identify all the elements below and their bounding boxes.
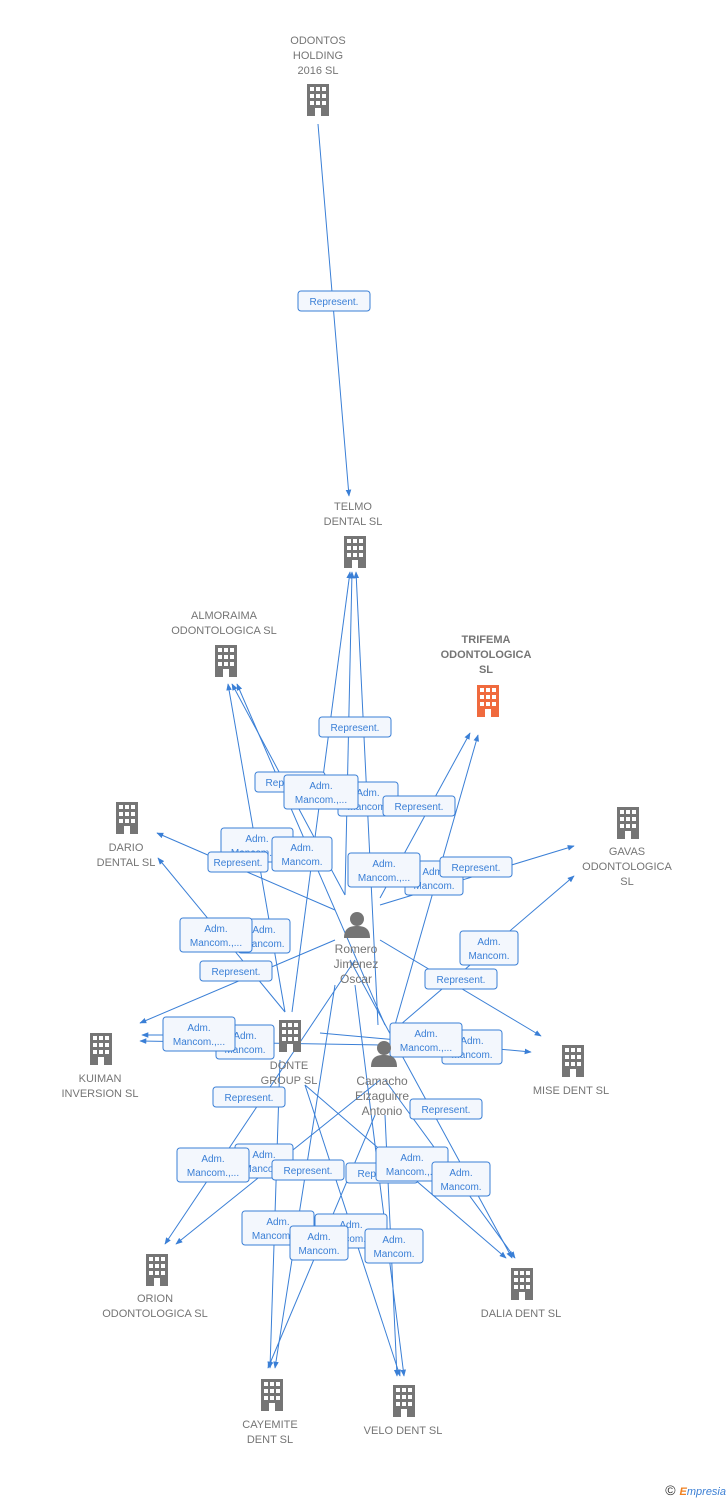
edge-label-text: Adm.Mancom.,...	[358, 859, 410, 884]
cayemite-building-icon[interactable]	[261, 1379, 283, 1411]
copyright-icon: ©	[665, 1482, 676, 1498]
edge-label-adm-mancom-32[interactable]: Adm.Mancom.	[364, 1228, 424, 1264]
node-label-orion[interactable]: ORION ODONTOLOGICA SL	[102, 1293, 208, 1320]
edge-label-adm-mancom-trunc-18[interactable]: Adm.Mancom.,...	[162, 1016, 236, 1052]
edge-label-adm-mancom-trunc-4[interactable]: Adm.Mancom.,...	[283, 774, 359, 810]
node-label-odontos[interactable]: ODONTOS HOLDING 2016 SL	[290, 35, 346, 77]
node-label-cayemite[interactable]: CAYEMITE DENT SL	[242, 1419, 298, 1446]
edge-label-text: Adm.Mancom.	[440, 1168, 481, 1193]
edge-label-text: Represent.	[422, 1105, 471, 1116]
telmo-building-icon[interactable]	[344, 536, 366, 568]
edge-label-text: Represent.	[284, 1166, 333, 1177]
node-label-dalia[interactable]: DALIA DENT SL	[480, 1308, 562, 1320]
edge-label-represent-21[interactable]: Represent.	[212, 1086, 286, 1108]
dario-building-icon[interactable]	[116, 802, 138, 834]
edge-label-adm-mancom-15[interactable]: Adm.Mancom.	[459, 930, 519, 966]
edge-label-text: Adm.Mancom.,...	[325, 1220, 377, 1245]
dalia-building-icon[interactable]	[511, 1268, 533, 1300]
edge-label-text: Adm.Mancom.,...	[400, 1029, 452, 1054]
edge-label-text: Represent.	[395, 802, 444, 813]
brand-logo-e: E	[679, 1486, 687, 1498]
edge-label-text: Adm.Mancom.,...	[252, 1217, 304, 1242]
edge-label-text: Adm.Mancom.	[373, 1235, 414, 1260]
edge-label-text: Represent.	[452, 863, 501, 874]
edge-label-text: Adm.Mancom.	[243, 1150, 284, 1175]
node-label-kuiman[interactable]: KUIMAN INVERSION SL	[61, 1073, 139, 1100]
edge-label-adm-mancom-trunc-13[interactable]: Adm.Mancom.,...	[179, 917, 253, 953]
edge-label-represent-0[interactable]: Represent.	[297, 290, 371, 312]
brand-name: mpresia	[686, 1486, 726, 1498]
edge-label-adm-mancom-trunc-27[interactable]: Adm.Mancom.,...	[375, 1146, 449, 1182]
edge-label-text: Represent.	[212, 967, 261, 978]
node-label-trifema[interactable]: TRIFEMA ODONTOLOGICA SL	[440, 634, 532, 676]
node-label-romero[interactable]: Romero Jimenez Oscar	[333, 942, 379, 986]
node-label-mise[interactable]: MISE DENT SL	[532, 1085, 610, 1097]
edge-label-text: Adm.Mancom.	[243, 925, 284, 950]
edge-label-represent-5[interactable]: Represent.	[382, 795, 456, 817]
node-label-dario[interactable]: DARIO DENTAL SL	[96, 842, 156, 869]
edge-label-text: Adm.Mancom.	[347, 788, 388, 813]
edge-label-adm-mancom-trunc-24[interactable]: Adm.Mancom.,...	[176, 1147, 250, 1183]
edge-label-adm-mancom-trunc-20[interactable]: Adm.Mancom.,...	[389, 1022, 463, 1058]
velo-building-icon[interactable]	[393, 1385, 415, 1417]
edge-label-text: Adm.Mancom.	[281, 843, 322, 868]
edge-label-text: Represent.	[331, 723, 380, 734]
edge-label-text: Adm.Mancom.	[468, 937, 509, 962]
edge-label-text: Adm.Mancom.	[298, 1232, 339, 1257]
edge-label-text: Adm.Mancom.,...	[386, 1153, 438, 1178]
edge-label-text: Adm.Mancom.	[413, 867, 454, 892]
edge-label-text: Represent.	[437, 975, 486, 986]
mise-building-icon[interactable]	[562, 1045, 584, 1077]
kuiman-building-icon[interactable]	[90, 1033, 112, 1065]
edge-label-represent-1[interactable]: Represent.	[318, 716, 392, 738]
odontos-building-icon[interactable]	[307, 84, 329, 116]
edge-label-text: Represent.	[310, 297, 359, 308]
node-label-camacho[interactable]: Camacho Eizaguirre Antonio	[354, 1074, 410, 1118]
node-label-donte[interactable]: DONTE GROUP SL	[260, 1060, 318, 1087]
edge-label-adm-mancom-trunc-10[interactable]: Adm.Mancom.,...	[347, 852, 421, 888]
edge-label-text: Adm.Mancom.,...	[173, 1023, 225, 1048]
edge-label-adm-mancom-31[interactable]: Adm.Mancom.	[289, 1225, 349, 1261]
edge-label-represent-8[interactable]: Represent.	[207, 851, 269, 873]
edge-label-represent-14[interactable]: Represent.	[199, 960, 273, 982]
node-label-telmo[interactable]: TELMO DENTAL SL	[323, 501, 383, 528]
edge-label-text: Adm.Mancom.,...	[187, 1154, 239, 1179]
edge-label-text: Represent.	[225, 1093, 274, 1104]
edge-label-text: Adm.Mancom.,...	[190, 924, 242, 949]
edge-label-text: Adm.Mancom.	[451, 1036, 492, 1061]
edge-label-text: Represent.	[214, 858, 263, 869]
edge-label-adm-mancom-28[interactable]: Adm.Mancom.	[431, 1161, 491, 1197]
edge-label-adm-mancom-7[interactable]: Adm.Mancom.	[271, 836, 333, 872]
edge-label-text: Adm.Mancom.	[224, 1031, 265, 1056]
edge-label-represent-25[interactable]: Represent.	[271, 1159, 345, 1181]
romero-person-icon[interactable]	[344, 912, 370, 938]
edge-label-represent-11[interactable]: Represent.	[439, 856, 513, 878]
edges-layer	[139, 123, 575, 1377]
edge-label-represent-16[interactable]: Represent.	[424, 968, 498, 990]
trifema-building-icon[interactable]	[477, 685, 499, 717]
footer-brand[interactable]: ©Empresia	[665, 1482, 726, 1498]
node-label-gavas[interactable]: GAVAS ODONTOLOGICA SL	[582, 846, 672, 888]
donte-building-icon[interactable]	[279, 1020, 301, 1052]
almoraima-building-icon[interactable]	[215, 645, 237, 677]
node-label-almoraima[interactable]: ALMORAIMA ODONTOLOGICA SL	[171, 610, 277, 637]
node-label-velo[interactable]: VELO DENT SL	[363, 1425, 443, 1437]
edge-label-represent-22[interactable]: Represent.	[409, 1098, 483, 1120]
orion-building-icon[interactable]	[146, 1254, 168, 1286]
edge-label-text: Adm.Mancom.,...	[295, 781, 347, 806]
edge-labels-layer: Represent.Represent.Represent.Adm.Mancom…	[162, 290, 519, 1264]
gavas-building-icon[interactable]	[617, 807, 639, 839]
